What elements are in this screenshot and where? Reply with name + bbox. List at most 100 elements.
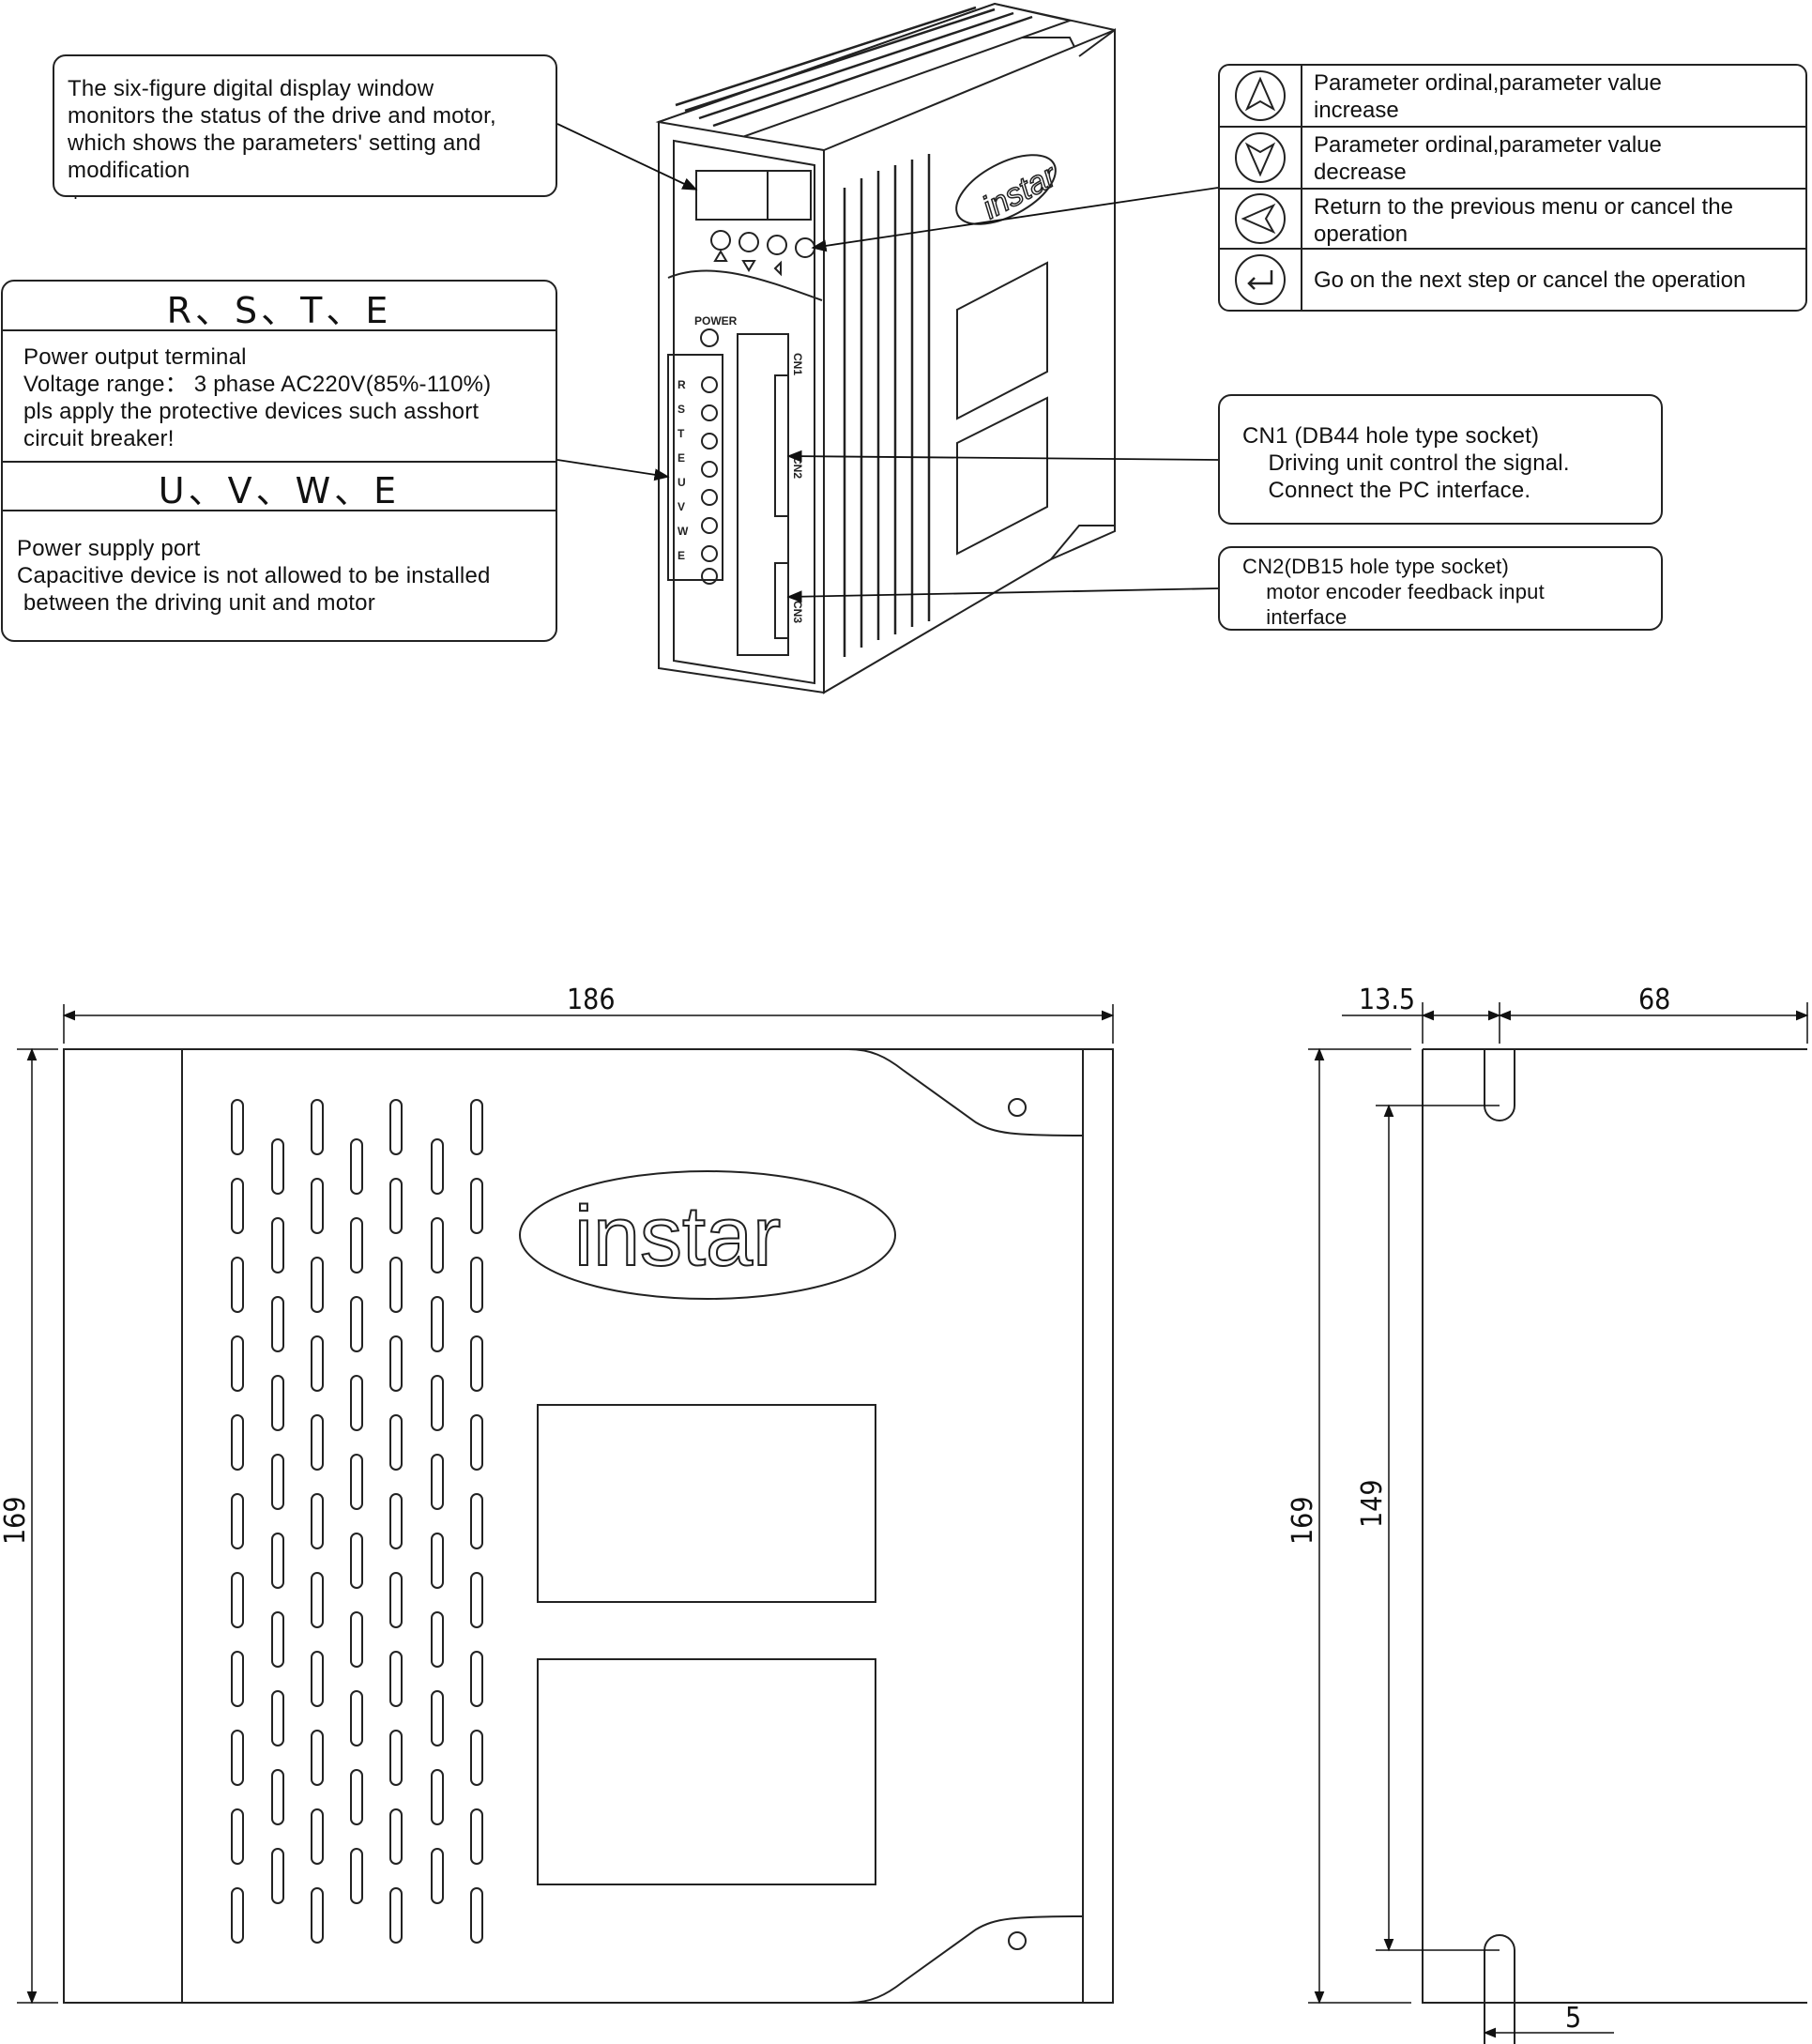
vent-slot: [231, 1414, 244, 1471]
vent-slot: [389, 1335, 403, 1392]
button-label-down: Parameter ordinal,parameter value decrea…: [1314, 132, 1662, 185]
label-area-top: [537, 1404, 876, 1603]
vent-slot: [350, 1769, 363, 1825]
vent-slot: [431, 1690, 444, 1747]
vent-slot: [470, 1493, 483, 1549]
vent-slot: [389, 1808, 403, 1865]
device-isometric: [655, 2, 1117, 694]
vent-slot: [389, 1651, 403, 1707]
vent-slot: [389, 1572, 403, 1628]
front-dimensions: [17, 1004, 1115, 2005]
side-slot-top: [1484, 1049, 1515, 1121]
vent-slot: [431, 1454, 444, 1510]
vent-slot: [431, 1769, 444, 1825]
vent-slot: [389, 1730, 403, 1786]
cn2-callout: CN2(DB15 hole type socket) motor encoder…: [1218, 546, 1663, 631]
vent-slot: [271, 1296, 284, 1352]
power-led: [700, 328, 719, 347]
side-height-dim-text: 169: [1287, 1496, 1319, 1545]
vent-slot: [470, 1808, 483, 1865]
display-window: [695, 170, 812, 221]
cn3-label: CN3: [791, 601, 804, 623]
vent-slot: [470, 1414, 483, 1471]
vent-slot: [350, 1690, 363, 1747]
uvw-divider-top: [3, 461, 556, 463]
display-window-dot: .: [73, 184, 79, 203]
side-slot-bottom: [1484, 1934, 1515, 2044]
vent-slot: [311, 1335, 324, 1392]
offset-dim-text: 13.5: [1359, 984, 1415, 1016]
vent-slot: [311, 1572, 324, 1628]
rst-divider: [3, 329, 556, 331]
device-front-face: [658, 120, 825, 694]
vent-slot: [231, 1335, 244, 1392]
vent-slot: [389, 1887, 403, 1944]
cn2-text: CN2(DB15 hole type socket) motor encoder…: [1242, 555, 1545, 629]
vent-slot: [389, 1099, 403, 1155]
vent-slot: [470, 1730, 483, 1786]
device-side-logo: [955, 154, 1057, 225]
vent-slot: [431, 1533, 444, 1589]
rst-terminal-text: Power output terminal Voltage range： 3 p…: [23, 344, 492, 451]
mount-hole-top: [1008, 1098, 1027, 1117]
button-label-up: Parameter ordinal,parameter value increa…: [1314, 70, 1662, 123]
vent-slot: [311, 1730, 324, 1786]
vent-slot: [231, 1572, 244, 1628]
terminal-letter-s: S: [678, 403, 685, 416]
enter-icon: [1220, 250, 1302, 310]
vent-slot: [311, 1099, 324, 1155]
button-label-left: Return to the previous menu or cancel th…: [1314, 194, 1733, 247]
side-view: [1422, 1048, 1807, 2044]
terminal-callout: R、S、T、E Power output terminal Voltage ra…: [1, 280, 557, 642]
terminal-block: [667, 354, 723, 581]
vent-slot: [271, 1769, 284, 1825]
vent-slot: [470, 1651, 483, 1707]
vent-slot: [389, 1257, 403, 1313]
vent-slot: [271, 1138, 284, 1195]
vent-slot: [271, 1375, 284, 1431]
label-area-bottom: [537, 1658, 876, 1885]
button-row-enter: Go on the next step or cancel the operat…: [1220, 250, 1805, 310]
cn1-label: CN1: [791, 353, 804, 375]
up-arrow-icon: [1220, 66, 1302, 126]
button-row-down: Parameter ordinal,parameter value decrea…: [1220, 128, 1805, 190]
down-arrow-icon: [1220, 128, 1302, 188]
front-view: [63, 1048, 1114, 2004]
cn1-text: CN1 (DB44 hole type socket) Driving unit…: [1242, 423, 1570, 503]
power-label: POWER: [694, 314, 738, 328]
vent-slot: [350, 1375, 363, 1431]
vent-slot: [431, 1375, 444, 1431]
vent-slot: [271, 1611, 284, 1668]
vent-slot: [271, 1848, 284, 1904]
terminal-letter-v: V: [678, 500, 685, 513]
device-heatsink-fins: [675, 6, 1033, 128]
vent-slot: [311, 1178, 324, 1234]
left-arrow-icon: [1220, 190, 1302, 248]
vent-slot: [470, 1178, 483, 1234]
vent-slot: [231, 1099, 244, 1155]
uvw-divider-bottom: [3, 510, 556, 511]
side-view-outline: [1422, 1048, 1807, 2004]
vent-slot: [431, 1138, 444, 1195]
vent-slot: [431, 1217, 444, 1274]
terminal-letter-t: T: [678, 427, 685, 440]
leader-lines: [556, 123, 1219, 603]
vent-slot: [431, 1296, 444, 1352]
height-dim-text: 169: [0, 1496, 32, 1545]
vent-slot: [271, 1533, 284, 1589]
vent-slot: [271, 1217, 284, 1274]
vent-slot: [271, 1690, 284, 1747]
uvw-terminal-title: U、V、W、E: [158, 470, 401, 511]
uvw-terminal-text: Power supply port Capacitive device is n…: [17, 536, 491, 616]
button-label-enter: Go on the next step or cancel the operat…: [1314, 267, 1746, 293]
terminal-letter-w: W: [678, 525, 689, 538]
leader-buttons: [811, 187, 1219, 252]
front-logo-ellipse: [519, 1170, 896, 1300]
vent-slot: [389, 1178, 403, 1234]
terminal-letter-e2: E: [678, 549, 685, 562]
vent-slot: [311, 1493, 324, 1549]
terminal-letters: R S T E U V W E: [678, 378, 689, 562]
vent-slot: [350, 1296, 363, 1352]
terminal-screws: [701, 376, 718, 585]
